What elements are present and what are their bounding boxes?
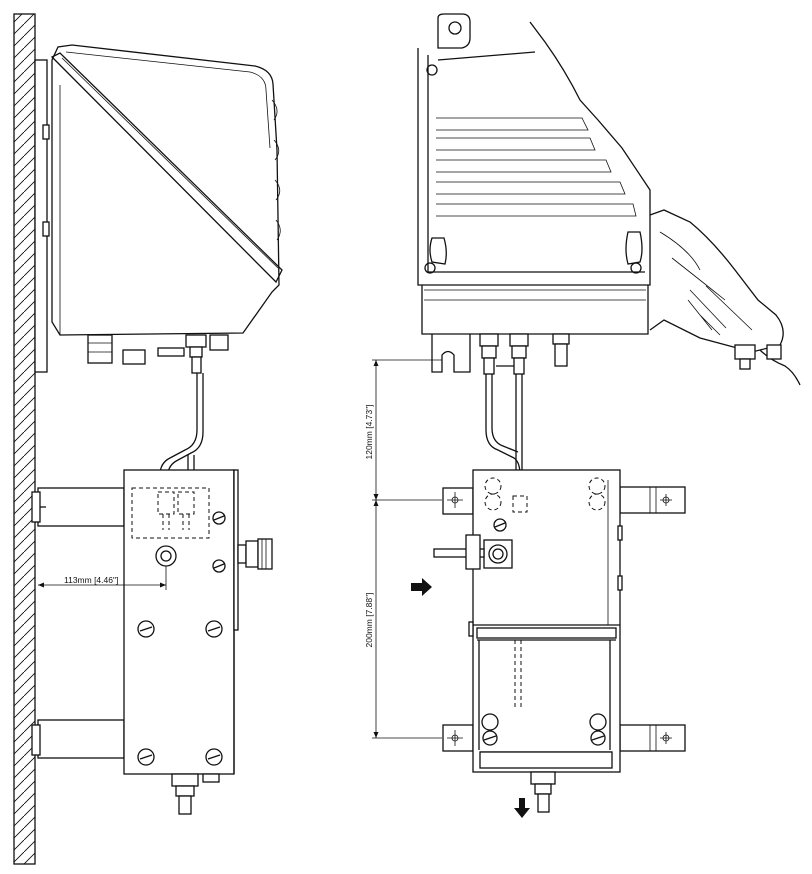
analyzer-enclosure-front	[417, 13, 801, 386]
mounting-plate	[34, 59, 48, 373]
sample-tubing	[159, 373, 198, 476]
side-view: 113mm [4.46"]	[13, 13, 283, 865]
dimension-side-offset: 113mm [4.46"]	[38, 566, 167, 590]
mounting-pipe-upper	[31, 487, 125, 527]
dimension-front-top: 120mm [4.73"]	[364, 359, 442, 501]
analyzer-enclosure-side	[50, 44, 283, 374]
dimension-label-120mm: 120mm [4.73"]	[364, 405, 374, 460]
mounting-brackets	[442, 486, 686, 752]
flow-panel-side	[123, 469, 273, 815]
flow-in-arrow-icon	[411, 578, 432, 596]
wall	[13, 13, 36, 865]
dimension-label-113mm: 113mm [4.46"]	[64, 575, 118, 585]
flow-panel-front	[433, 469, 623, 813]
front-view: 120mm [4.73"] 200mm [7.88"]	[364, 13, 801, 818]
dimension-front-main: 200mm [7.88"]	[364, 500, 442, 739]
flow-out-arrow-icon	[514, 798, 530, 818]
sample-tubing-front	[485, 374, 521, 476]
mounting-pipe-lower	[31, 719, 125, 759]
dimension-label-200mm: 200mm [7.88"]	[364, 593, 374, 648]
